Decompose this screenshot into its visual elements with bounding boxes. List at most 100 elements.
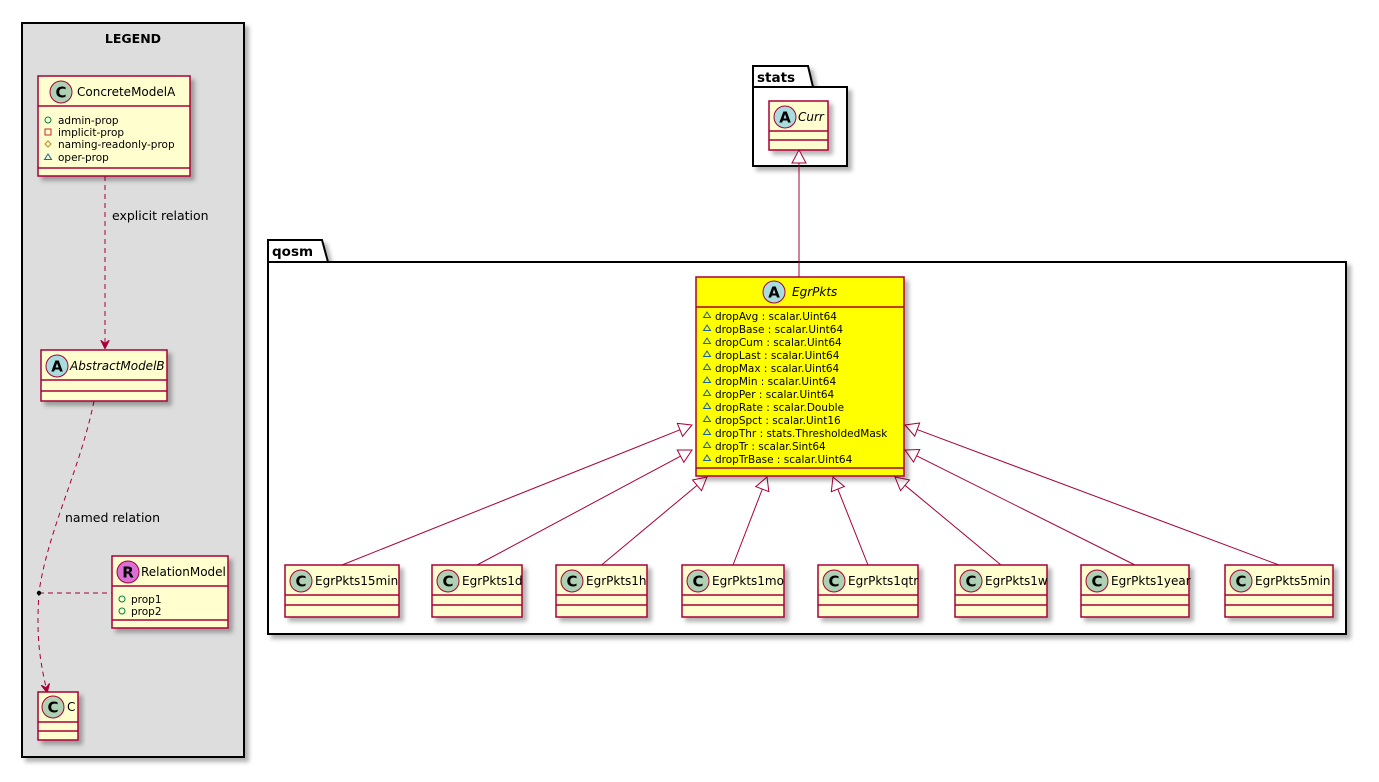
package-marker-icon: [702, 402, 712, 409]
class-c-icon: [1085, 569, 1109, 593]
package-marker-icon: [702, 324, 712, 331]
class-name: EgrPkts1mo: [712, 574, 784, 588]
attribute-text: dropMax : scalar.Uint64: [715, 363, 840, 375]
stereotype-letter: C: [1235, 573, 1246, 591]
attribute-text: dropBase : scalar.Uint64: [715, 324, 843, 336]
package-marker-icon: [702, 428, 712, 435]
class-c-icon: [959, 569, 983, 593]
stereotype-letter: A: [768, 284, 780, 302]
class-c-icon: [822, 569, 846, 593]
protected-marker-icon: [44, 140, 52, 148]
class-a-icon: [45, 354, 69, 378]
child-inheritance-edge: [904, 449, 1136, 566]
named-relation-edge: [37, 400, 95, 692]
class-name: EgrPkts: [792, 285, 837, 299]
concrete-model-a-class[interactable]: C ConcreteModelA admin-prop implicit-pro…: [37, 75, 191, 177]
prop-text: naming-readonly-prop: [58, 139, 175, 151]
package-marker-icon: [702, 363, 712, 370]
relation-r-icon: [116, 560, 140, 584]
class-name: EgrPkts1h: [586, 574, 647, 588]
attribute-text: dropCum : scalar.Uint64: [715, 337, 842, 349]
class-name: ConcreteModelA: [77, 85, 176, 99]
child-inheritance-edge: [601, 476, 708, 566]
curr-class[interactable]: A Curr: [768, 100, 829, 151]
child-inheritance-edge: [476, 449, 693, 566]
prop-text: implicit-prop: [58, 127, 124, 139]
class-name: Curr: [798, 110, 825, 124]
class-c-icon: [41, 695, 65, 719]
package-marker-icon: [702, 350, 712, 357]
stereotype-letter: A: [779, 109, 791, 127]
explicit-relation-label: explicit relation: [112, 208, 209, 223]
package-marker-icon: [702, 454, 712, 461]
class-c-icon: [560, 569, 584, 593]
prop-text: prop1: [131, 594, 162, 606]
package-marker-icon: [702, 376, 712, 383]
stereotype-letter: C: [566, 573, 577, 591]
attribute-text: dropThr : stats.ThresholdedMask: [715, 428, 888, 440]
child-class-egrpkts15min[interactable]: C EgrPkts15min: [284, 564, 400, 618]
package-marker-icon: [702, 311, 712, 318]
class-name: EgrPkts5min: [1255, 574, 1331, 588]
stereotype-letter: C: [828, 573, 839, 591]
public-marker-icon: [44, 116, 52, 124]
relation-model-class[interactable]: R RelationModel prop1 prop2: [111, 555, 229, 629]
egr-pkts-class[interactable]: A EgrPkts dropAvg : scalar.Uint64dropBas…: [695, 276, 905, 477]
stereotype-letter: C: [295, 573, 306, 591]
child-class-egrpkts1d[interactable]: C EgrPkts1d: [431, 564, 523, 618]
child-inheritance-edge: [732, 476, 770, 566]
class-name: AbstractModelB: [69, 359, 165, 373]
class-name: EgrPkts1year: [1111, 574, 1191, 588]
package-marker-icon: [702, 415, 712, 422]
public-marker-icon: [118, 607, 126, 615]
class-c-icon: [49, 80, 73, 104]
attribute-text: dropSpct : scalar.Uint16: [715, 415, 841, 427]
class-a-icon: [773, 105, 797, 129]
package-marker-icon: [43, 153, 53, 160]
package-marker-icon: [702, 337, 712, 344]
attribute-text: dropMin : scalar.Uint64: [715, 376, 836, 388]
prop-text: admin-prop: [58, 115, 119, 127]
child-class-egrpkts1h[interactable]: C EgrPkts1h: [555, 564, 648, 618]
prop-text: oper-prop: [58, 152, 109, 164]
class-c-icon: [686, 569, 710, 593]
class-c-icon: [436, 569, 460, 593]
stereotype-letter: C: [442, 573, 453, 591]
attribute-text: dropAvg : scalar.Uint64: [715, 311, 837, 323]
child-class-egrpkts1mo[interactable]: C EgrPkts1mo: [681, 564, 785, 618]
child-inheritance-edge: [894, 476, 1002, 566]
child-class-egrpkts5min[interactable]: C EgrPkts5min: [1224, 564, 1334, 618]
inheritance-edges: [341, 148, 1280, 566]
class-name: EgrPkts1d: [462, 574, 523, 588]
class-c-icon: [289, 569, 313, 593]
public-marker-icon: [118, 595, 126, 603]
child-inheritance-edge: [904, 422, 1280, 566]
stereotype-letter: R: [122, 564, 134, 582]
stereotype-letter: A: [51, 358, 63, 376]
child-inheritance-edge: [830, 476, 869, 566]
egr-to-curr-edge: [791, 148, 807, 277]
attribute-text: dropLast : scalar.Uint64: [715, 350, 840, 362]
stereotype-letter: C: [1091, 573, 1102, 591]
child-class-egrpkts1year[interactable]: C EgrPkts1year: [1080, 564, 1191, 618]
attribute-text: dropPer : scalar.Uint64: [715, 389, 835, 401]
prop-text: prop2: [131, 606, 162, 618]
stereotype-letter: C: [55, 84, 66, 102]
class-name: C: [67, 700, 75, 714]
class-name: EgrPkts15min: [315, 574, 398, 588]
legend-edges: [37, 176, 112, 692]
private-marker-icon: [44, 128, 52, 136]
class-name: RelationModel: [141, 565, 226, 579]
stereotype-letter: C: [965, 573, 976, 591]
legend-title: LEGEND: [105, 31, 161, 46]
attribute-text: dropTrBase : scalar.Uint64: [715, 454, 853, 466]
abstract-model-b-class[interactable]: A AbstractModelB: [40, 349, 168, 402]
stereotype-letter: C: [692, 573, 703, 591]
stereotype-letter: C: [47, 699, 58, 717]
c-class[interactable]: C C: [37, 691, 79, 741]
